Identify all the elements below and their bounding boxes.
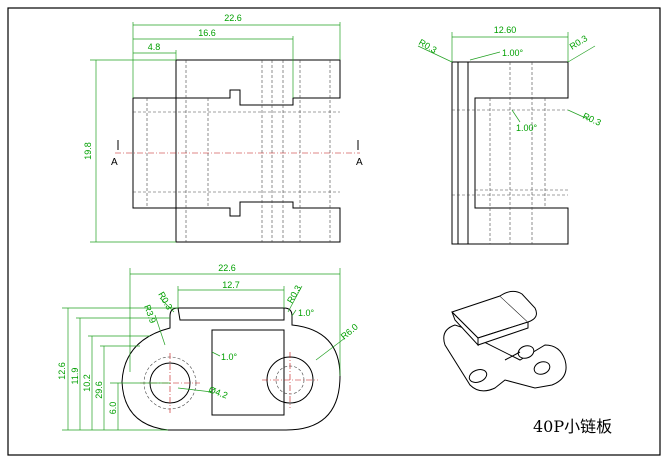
section-label-right: A bbox=[356, 157, 363, 168]
side-view: 12.60 1.00° R0.3 R0.3 1.00° R0.3 bbox=[417, 25, 603, 245]
side-radius-inner: R0.3 bbox=[581, 111, 602, 128]
front-inner-width-dim: 12.7 bbox=[222, 280, 240, 290]
front-view: 22.6 12.7 R0.3 R0.3 R3.9 1.0° R6.0 1.0° … bbox=[57, 263, 360, 431]
top-height-dim: 19.8 bbox=[83, 142, 93, 160]
top-width-dim: 22.6 bbox=[224, 13, 242, 23]
front-height-3: 10.2 bbox=[82, 374, 92, 392]
front-hole-dim: Ø4.2 bbox=[207, 384, 229, 400]
front-angle-top: 1.0° bbox=[298, 308, 315, 318]
side-angle-inner: 1.00° bbox=[516, 123, 538, 133]
front-height-5: 6.0 bbox=[108, 402, 118, 415]
top-inner-width-dim: 16.6 bbox=[198, 28, 216, 38]
front-radius-right: R0.3 bbox=[285, 284, 303, 305]
front-angle-inner: 1.0° bbox=[221, 352, 238, 362]
top-view: A A 22.6 16.6 4.8 19.8 bbox=[83, 13, 363, 243]
front-radius-end: R6.0 bbox=[339, 322, 360, 342]
front-radius-fillet: R3.9 bbox=[142, 303, 158, 324]
sheet-border bbox=[7, 7, 661, 456]
section-label-left: A bbox=[111, 157, 118, 168]
drawing-caption: 40P小链板 bbox=[533, 417, 612, 436]
front-width-dim: 22.6 bbox=[218, 263, 236, 273]
front-height-1: 12.6 bbox=[57, 362, 67, 380]
side-angle-top: 1.00° bbox=[502, 48, 524, 58]
side-radius-tr: R0.3 bbox=[568, 33, 589, 52]
side-width-dim: 12.60 bbox=[494, 25, 517, 35]
side-radius-tl: R0.3 bbox=[417, 37, 438, 55]
front-height-4: 29.6 bbox=[94, 381, 104, 399]
isometric-view bbox=[443, 290, 567, 392]
top-offset-dim: 4.8 bbox=[148, 42, 161, 52]
front-height-2: 11.9 bbox=[70, 368, 80, 385]
